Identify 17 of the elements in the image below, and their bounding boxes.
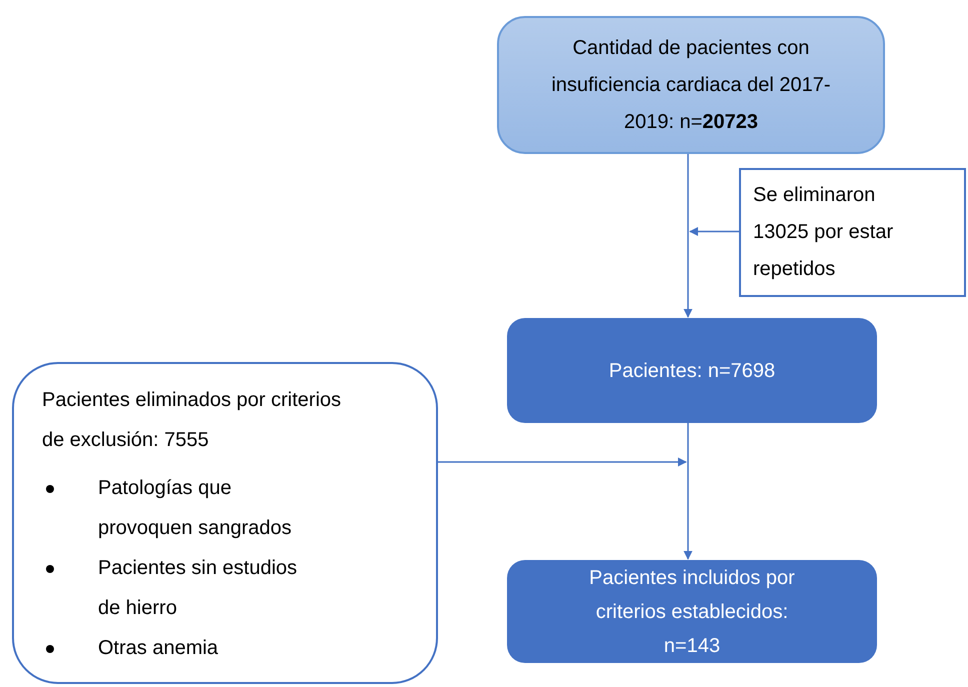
node-text: Cantidad de pacientes con insuficiencia cardiaca del 2017-2019: n=20723	[550, 36, 832, 134]
note-box	[739, 168, 966, 297]
start-box	[497, 16, 885, 154]
arrow	[438, 458, 687, 466]
arrow	[684, 154, 692, 318]
bullet-item: Otras anemia	[98, 636, 220, 661]
heading-text: Pacientes eliminados por criterios de exclusión: 7555	[42, 388, 342, 453]
process-box	[507, 560, 877, 663]
arrow	[684, 423, 692, 560]
exclusion-box	[12, 362, 438, 684]
process-box	[507, 318, 877, 423]
arrow	[689, 227, 739, 236]
node-text: Pacientes incluidos por criterios establecidos: n=143	[588, 566, 796, 658]
node-text: Pacientes: n=7698	[608, 358, 776, 384]
bullet-item: Pacientes sin estudios de hierro	[98, 556, 298, 621]
bullet-item: Patologías que provoquen sangrados	[98, 476, 292, 541]
node-text: Se eliminaron 13025 por estar repetidos	[753, 183, 894, 282]
